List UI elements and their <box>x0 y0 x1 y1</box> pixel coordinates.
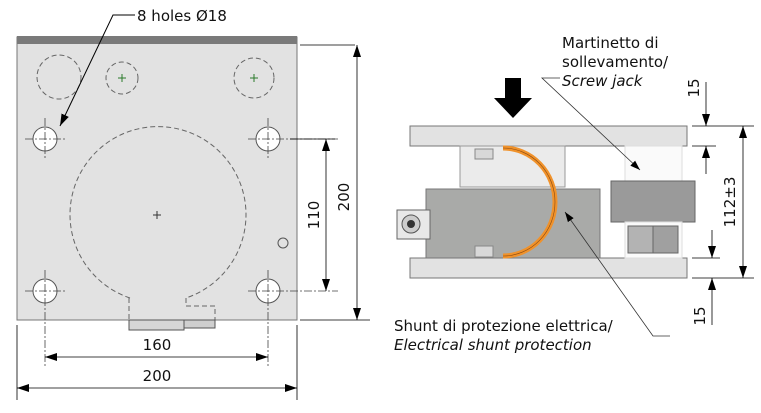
plate-edge <box>17 36 297 44</box>
bottom-plate <box>409 257 688 279</box>
side-view: Martinetto di sollevamento/ Screw jack S… <box>394 34 754 354</box>
screw-jack-label-en: Screw jack <box>562 72 644 90</box>
dim-bottom-plate: 15 <box>691 306 709 325</box>
shunt-leader <box>564 211 670 337</box>
screw-jack-block <box>610 180 696 223</box>
load-cell-outline <box>69 126 247 299</box>
hidden-circle <box>36 54 82 100</box>
hidden-circle <box>105 61 139 95</box>
screw-jack-label-it-2: sollevamento/ <box>562 53 669 71</box>
top-view: 8 holes Ø18 160 200 110 200 <box>16 7 370 400</box>
hidden-circle <box>233 57 275 99</box>
holes-leader <box>59 14 135 127</box>
dim-200-horizontal: 200 <box>143 367 172 385</box>
connector <box>128 319 185 331</box>
base-plate <box>16 36 298 321</box>
shunt-label-it: Shunt di protezione elettrica/ <box>394 317 614 335</box>
mounting-holes <box>25 118 338 368</box>
shunt-label-en: Electrical shunt protection <box>394 336 592 354</box>
holes-label: 8 holes Ø18 <box>137 7 227 25</box>
top-plate <box>409 125 688 147</box>
hex-nut <box>627 225 654 254</box>
screw-jack-leader <box>540 77 641 171</box>
dim-total-height: 112±3 <box>721 177 739 228</box>
load-arrow <box>494 78 532 118</box>
small-hole <box>277 237 289 249</box>
dim-200-vertical: 200 <box>335 183 353 212</box>
dim-top-plate: 15 <box>685 78 703 97</box>
load-cell-body <box>425 188 601 259</box>
screw-jack-column <box>624 145 683 182</box>
dim-160: 160 <box>143 336 172 354</box>
dim-110: 110 <box>305 201 323 230</box>
screw-jack-label-it: Martinetto di <box>562 34 658 52</box>
